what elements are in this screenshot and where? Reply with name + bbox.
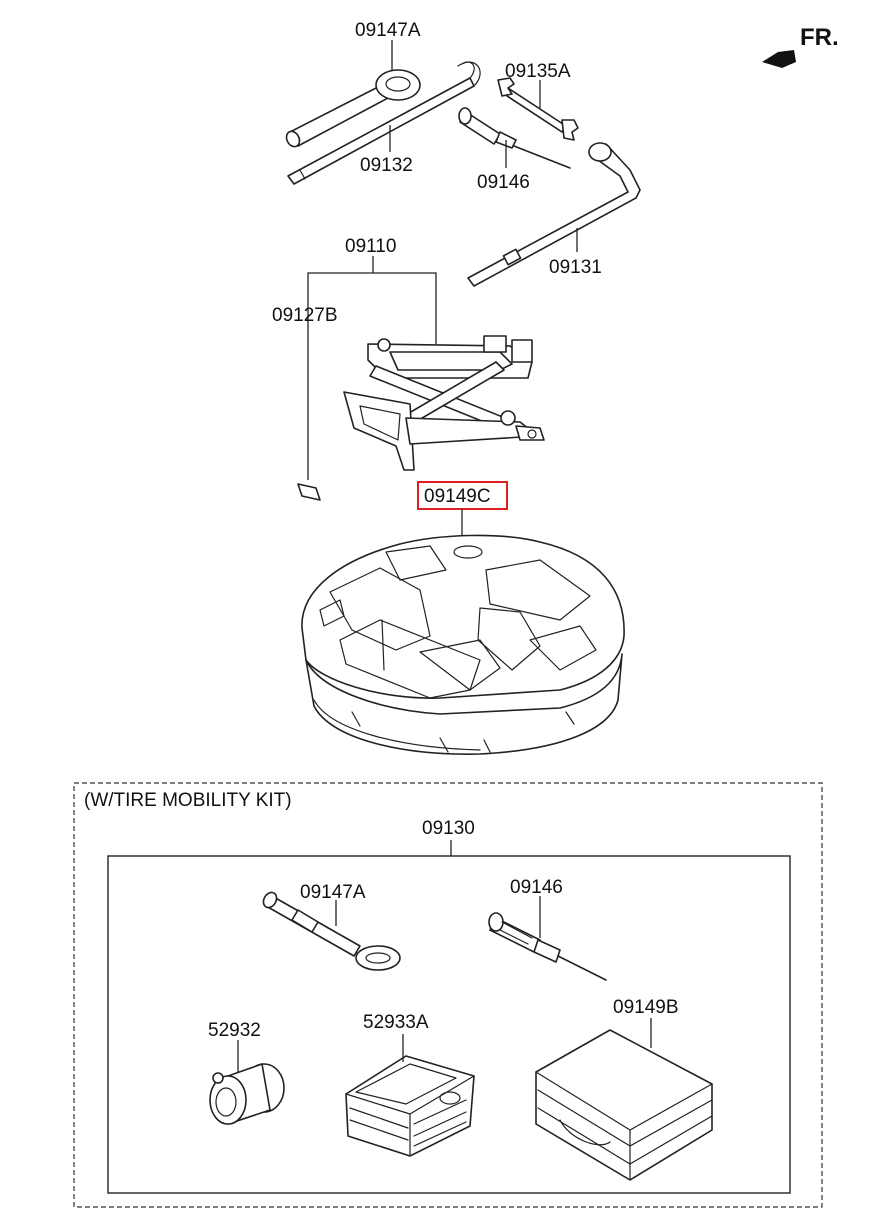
kit-title: (W/TIRE MOBILITY KIT) (84, 790, 292, 811)
spanner[interactable]: 09135A (497, 61, 579, 141)
front-arrow-icon (762, 50, 796, 68)
kit-screwdriver[interactable]: 09146 (488, 877, 607, 981)
screwdriver[interactable]: 09146 (458, 107, 571, 193)
label-09132: 09132 (360, 155, 413, 176)
label-09149B: 09149B (613, 997, 679, 1018)
kit-wheel-nut-wrench[interactable]: 09147A (261, 882, 401, 971)
jack-assembly-callout: 09110 09127B (272, 236, 437, 501)
label-52932: 52932 (208, 1020, 261, 1041)
label-09147A-top: 09147A (355, 20, 421, 41)
extension-rod[interactable]: 09132 (287, 61, 481, 185)
front-direction-indicator: FR. (762, 24, 839, 68)
scissor-jack[interactable] (343, 335, 545, 471)
label-09135A: 09135A (505, 61, 571, 82)
jack-label-sticker (297, 483, 321, 501)
jack-handle[interactable]: 09131 (467, 142, 641, 287)
label-09146-top: 09146 (477, 172, 530, 193)
front-label: FR. (800, 24, 839, 51)
label-09147A-kit: 09147A (300, 882, 366, 903)
label-09130: 09130 (422, 818, 475, 839)
wheel-nut-wrench[interactable]: 09147A (284, 20, 421, 149)
label-09149C: 09149C (424, 486, 491, 507)
label-09146-kit: 09146 (510, 877, 563, 898)
kit-dashed-border (73, 782, 823, 1208)
highlight-box-09149C (417, 481, 508, 510)
tool-tray[interactable] (301, 534, 625, 755)
valve-adapter[interactable]: 52932 (208, 1020, 285, 1125)
tire-mobility-kit-section: (W/TIRE MOBILITY KIT) 09130 (73, 782, 823, 1208)
label-09127B: 09127B (272, 305, 338, 326)
label-52933A: 52933A (363, 1012, 429, 1033)
kit-storage-case[interactable]: 09149B (535, 997, 713, 1181)
air-compressor[interactable]: 52933A (345, 1012, 475, 1157)
tool-tray-callout[interactable]: 09149C (417, 481, 508, 536)
label-09131: 09131 (549, 257, 602, 278)
label-09110: 09110 (345, 236, 396, 257)
kit-assembly-box (107, 855, 791, 1194)
